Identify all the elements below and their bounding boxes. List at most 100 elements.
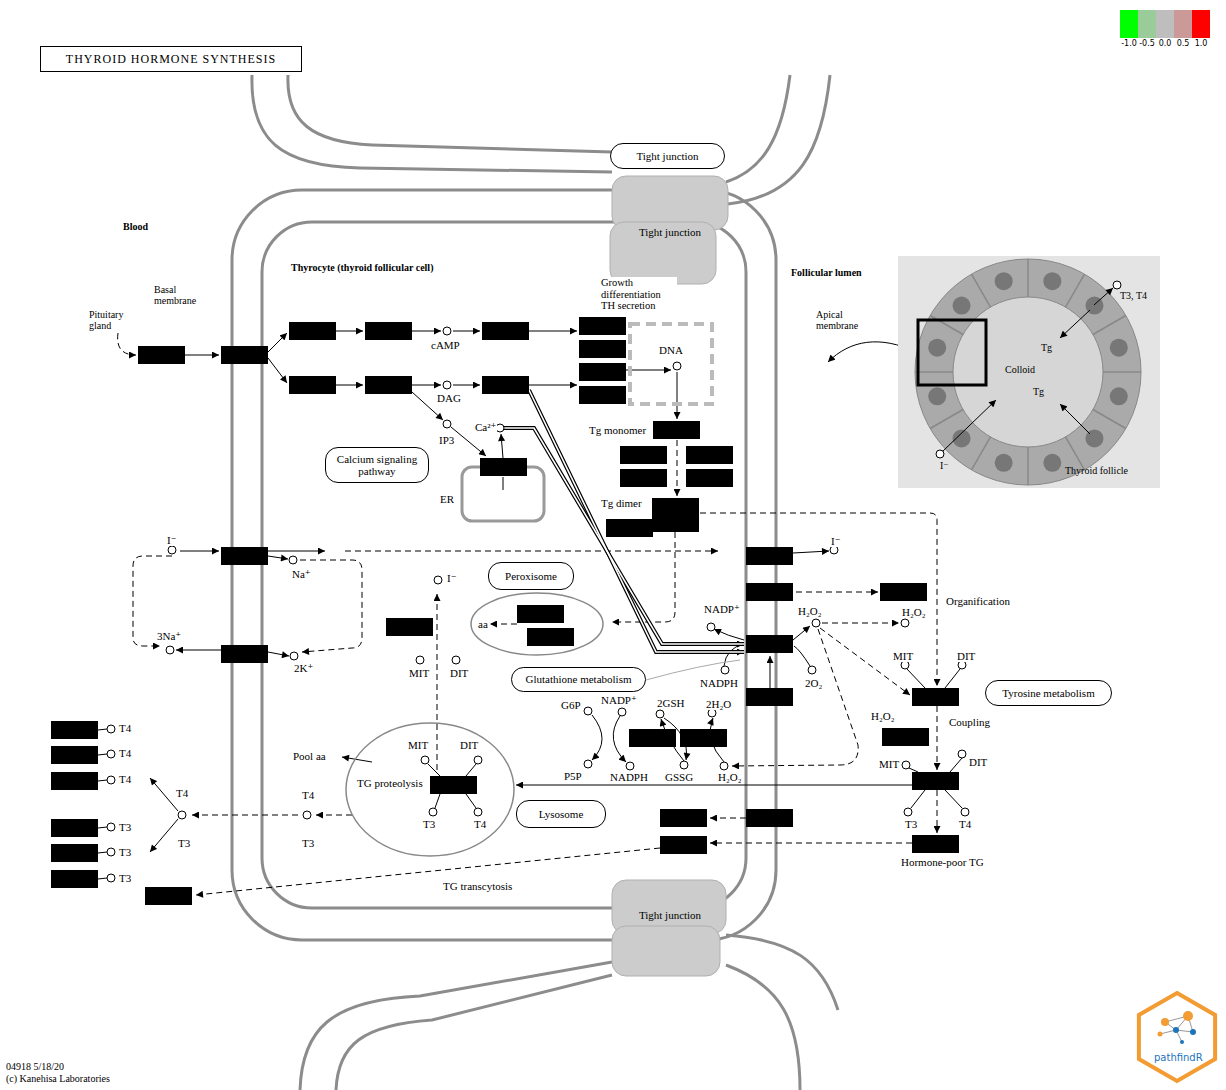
- gene-box: [882, 728, 929, 746]
- label: 3Na⁺: [156, 630, 182, 642]
- compound-circle: [961, 808, 969, 816]
- reaction-arrow: [185, 355, 219, 356]
- ellipse-region: aa: [470, 592, 604, 656]
- gene-box: [386, 618, 433, 636]
- compound-circle: [584, 760, 592, 768]
- node-text: Tight junction: [636, 150, 698, 162]
- compound-circle: [626, 762, 634, 770]
- gene-box: [652, 498, 699, 532]
- legend-swatch: [1120, 10, 1138, 38]
- gene-box: [746, 547, 793, 565]
- membrane-line: [726, 965, 800, 1090]
- reaction-arrow: [490, 624, 517, 625]
- label: I⁻: [166, 534, 177, 546]
- reaction-arrow: [501, 434, 503, 458]
- reaction-arrow: [710, 718, 724, 762]
- tight-junction-shape: [612, 926, 720, 976]
- node-text: Tyrosine metabolism: [1002, 687, 1094, 699]
- label: TG transcytosis: [442, 880, 513, 892]
- label: Tg dimer: [600, 497, 643, 509]
- reaction-arrow: [435, 794, 440, 808]
- membrane-line: [728, 75, 830, 204]
- gene-box: [660, 836, 707, 854]
- node-text: DNA: [628, 344, 714, 356]
- nucleus: [1043, 272, 1061, 290]
- label: MIT: [408, 667, 430, 679]
- compound-circle: [958, 661, 966, 669]
- nucleus: [1110, 387, 1128, 405]
- cell-divider: [930, 316, 963, 335]
- node-text: Colloid: [1005, 364, 1035, 375]
- reaction-arrow: [98, 827, 107, 828]
- reaction-arrow: [945, 669, 960, 688]
- pathway-map-box: Tyrosine metabolism: [985, 680, 1112, 706]
- zoom-frame: [918, 320, 986, 385]
- reaction-arrow: [196, 848, 660, 895]
- compound-circle: [416, 656, 424, 664]
- legend-swatch: [1156, 10, 1174, 38]
- reaction-arrows: [98, 331, 962, 895]
- compound-circle: [936, 450, 944, 458]
- compound-circle: [830, 546, 838, 554]
- label: T3: [177, 837, 191, 849]
- label: Pituitary gland: [88, 309, 140, 331]
- gene-box: [660, 809, 707, 827]
- reaction-arrow: [316, 815, 352, 816]
- node-text: I⁻: [940, 460, 949, 471]
- node-text: TG proteolysis: [357, 777, 423, 789]
- compound-circle: [289, 556, 297, 564]
- logo-dot: [1183, 1011, 1193, 1021]
- reaction-arrow: [592, 715, 602, 760]
- node-text: DIT: [460, 739, 478, 751]
- compound-circle: [707, 623, 715, 631]
- gene-box: [579, 317, 626, 335]
- compound-circle: [421, 756, 429, 764]
- panel-region: ColloidTgTgI⁻T3, T4Thyroid follicle: [898, 256, 1160, 488]
- compound-circle: [904, 808, 912, 816]
- pathway-map-box: Calcium signaling pathway: [325, 447, 429, 483]
- label: T4: [118, 747, 132, 759]
- compound-circle: [107, 823, 115, 831]
- reaction-arrow: [732, 629, 858, 766]
- reaction-arrow: [746, 592, 878, 593]
- reaction-arrow: [516, 785, 912, 786]
- logo-dot: [1180, 1040, 1184, 1044]
- nucleus: [1043, 454, 1061, 472]
- cell-divider: [1027, 447, 1029, 485]
- label: Blood: [122, 221, 149, 232]
- label: Basal membrane: [153, 284, 210, 306]
- cell-divider: [972, 274, 991, 307]
- inset-arrow: [942, 400, 996, 452]
- label: T4: [175, 787, 189, 799]
- nucleus: [995, 454, 1013, 472]
- node-text: ER: [440, 493, 454, 505]
- double-arrow: [504, 428, 744, 644]
- reaction-arrow: [950, 758, 962, 772]
- gene-box: [51, 844, 98, 862]
- gene-box: [880, 583, 927, 601]
- gene-box: [746, 583, 793, 601]
- gene-box: [653, 421, 700, 439]
- reaction-arrow: [412, 331, 441, 332]
- gene-box: [482, 322, 529, 340]
- membrane-line: [300, 962, 612, 1090]
- gene-box: [51, 746, 98, 764]
- gene-box: [51, 721, 98, 739]
- gene-box: [746, 809, 793, 827]
- compound-circle: [168, 546, 176, 554]
- label: P5P: [563, 770, 583, 782]
- reaction-arrow: [945, 790, 962, 808]
- reaction-arrow: [677, 372, 678, 419]
- label: DIT: [956, 650, 976, 662]
- gene-box: [51, 819, 98, 837]
- label: T3: [904, 818, 918, 830]
- compound-circle: [901, 661, 909, 669]
- label: IP3: [438, 434, 455, 446]
- reaction-arrow: [118, 333, 136, 355]
- cell-divider: [1066, 437, 1085, 470]
- double-arrow: [529, 390, 744, 652]
- reaction-arrow: [714, 629, 744, 640]
- node-text: Tight junction: [610, 226, 730, 238]
- reaction-arrow: [412, 385, 441, 386]
- reaction-arrow: [98, 729, 107, 730]
